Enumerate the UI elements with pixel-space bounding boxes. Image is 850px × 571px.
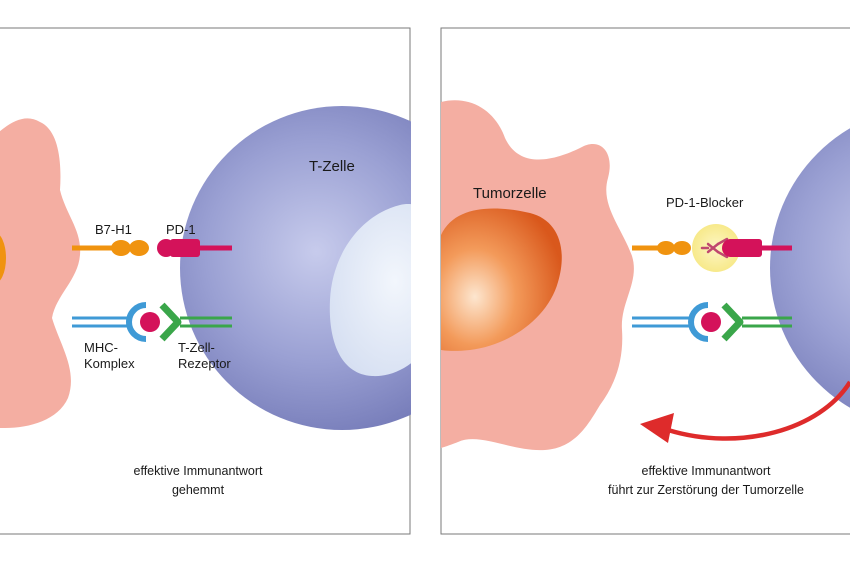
label-tumor-cell: Tumorzelle — [473, 185, 547, 202]
pd1-blocker-antibody-icon — [700, 237, 729, 259]
t-cell-right — [770, 128, 850, 408]
tumor-cell-left — [0, 118, 81, 428]
arrowhead-icon — [640, 413, 674, 443]
mhc-tcr-pathway-right — [632, 302, 792, 342]
t-cell-nucleus-left — [329, 204, 411, 377]
attack-arrow — [640, 380, 850, 443]
label-mhc-line2: Komplex — [84, 356, 135, 371]
mhc-tcr-pathway — [72, 302, 232, 342]
tumor-nucleus-right — [441, 208, 562, 351]
right-panel: Tumorzelle PD-1-Blocker effektive Immuna… — [440, 27, 850, 535]
caption-right-line2: führt zur Zerstörung der Tumorzelle — [608, 483, 804, 497]
b7h1-pd1-pathway — [72, 239, 232, 257]
label-t-cell: T-Zelle — [309, 158, 355, 175]
label-pd1: PD-1 — [166, 222, 196, 237]
label-pd1-blocker: PD-1-Blocker — [666, 195, 744, 210]
pd1-blocker-glow — [692, 224, 740, 272]
mhc-complex — [126, 302, 147, 342]
b7h1-molecule — [111, 240, 131, 256]
t-cell-receptor — [159, 302, 182, 342]
label-tcr-line1: T-Zell- — [178, 340, 215, 355]
blocked-pd1-pathway — [632, 224, 792, 272]
label-b7h1: B7-H1 — [95, 222, 132, 237]
caption-left-line2: gehemmt — [172, 483, 225, 497]
antigen-peptide — [140, 312, 160, 332]
label-tcr-line2: Rezeptor — [178, 356, 231, 371]
label-mhc-line1: MHC- — [84, 340, 118, 355]
caption-right-line1: effektive Immunantwort — [642, 464, 772, 478]
caption-left-line1: effektive Immunantwort — [134, 464, 264, 478]
left-panel: B7-H1 PD-1 T-Zelle MHC- Komplex T-Zell- … — [0, 27, 411, 535]
tumor-nucleus-left — [0, 235, 6, 281]
